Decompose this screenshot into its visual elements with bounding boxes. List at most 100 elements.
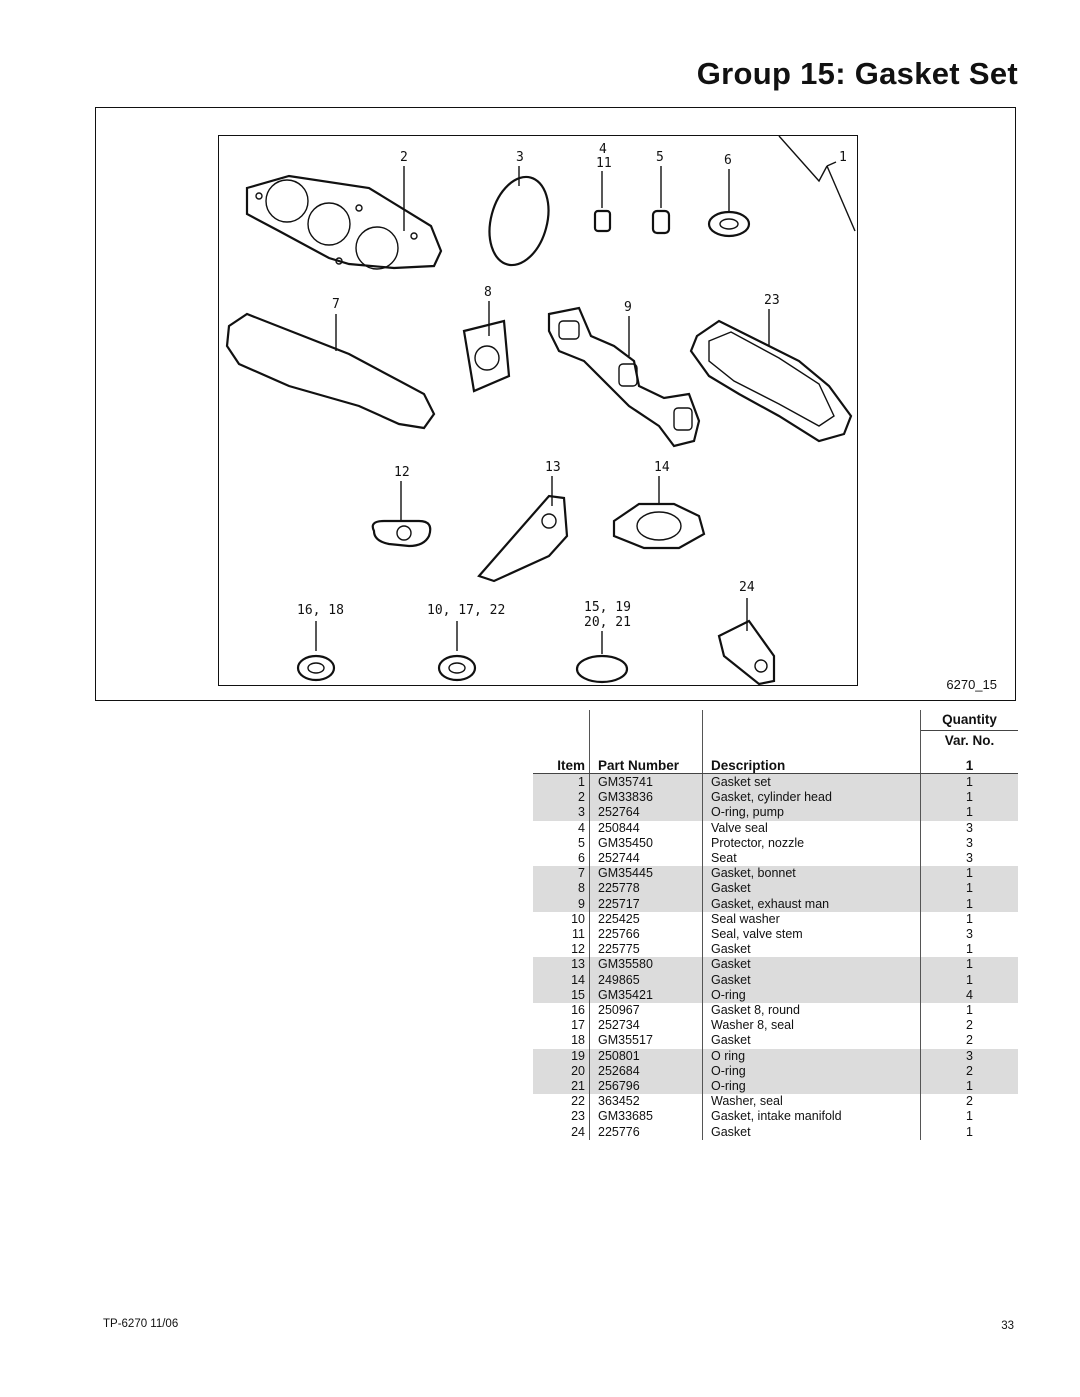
quantity-cell: 3 [966, 851, 973, 866]
item-cell: 5 [533, 835, 590, 852]
quantity-cell: 2 [966, 1033, 973, 1048]
quantity-cell: 2 [920, 1063, 1018, 1080]
nozzle-protector [651, 209, 671, 235]
callout-20-21: 20, 21 [584, 615, 631, 630]
description-cell: Gasket [702, 957, 921, 973]
part-number-cell: 249865 [589, 972, 703, 988]
quantity-cell: 1 [966, 1003, 973, 1018]
callout-9: 9 [624, 300, 632, 315]
callout-12: 12 [394, 465, 410, 480]
part-number-cell: GM35580 [589, 957, 703, 973]
callout-4: 4 [599, 142, 607, 157]
description-cell: Seat [702, 851, 921, 867]
part-number-cell: GM35741 [589, 773, 703, 791]
description-cell: Gasket [702, 1033, 921, 1049]
part-number-cell: 225425 [589, 911, 703, 928]
valve-seal [593, 209, 612, 233]
item-cell: 9 [533, 896, 590, 912]
small-o-ring [575, 654, 629, 684]
item-cell: 14 [533, 972, 590, 988]
part-number-cell: GM35445 [589, 866, 703, 882]
seat-washer [707, 210, 751, 238]
item-cell: 1 [533, 773, 590, 791]
item-cell: 4 [533, 820, 590, 836]
description-cell: Gasket set [702, 773, 921, 791]
part-number-cell: GM33836 [589, 790, 703, 806]
description-cell: Valve seal [702, 820, 921, 836]
item-cell: 22 [533, 1094, 590, 1110]
quantity-cell: 1 [966, 1109, 973, 1124]
part-number-cell: 252744 [589, 851, 703, 867]
item-cell: 6 [533, 851, 590, 867]
item-cell: 12 [533, 942, 590, 958]
description-cell: Gasket, cylinder head [702, 790, 921, 806]
quantity-cell: 3 [920, 1048, 1018, 1064]
description-cell: Washer 8, seal [702, 1018, 921, 1034]
page-title: Group 15: Gasket Set [696, 56, 1018, 91]
description-cell: Seal, valve stem [702, 927, 921, 943]
small-oval-gasket [371, 519, 432, 548]
description-cell: Gasket, intake manifold [702, 1109, 921, 1125]
item-cell: 19 [533, 1048, 590, 1064]
part-number-cell: 225775 [589, 942, 703, 958]
quantity-cell: 3 [966, 927, 973, 942]
item-cell: 20 [533, 1063, 590, 1080]
var-1-header: 1 [920, 751, 1018, 774]
description-cell: Gasket [702, 881, 921, 897]
description-cell: Gasket [702, 1124, 921, 1140]
item-cell: 17 [533, 1018, 590, 1034]
part-number-cell: 250844 [589, 820, 703, 836]
quantity-cell: 1 [920, 790, 1018, 806]
description-cell: Gasket [702, 942, 921, 958]
figure-id: 6270_15 [946, 677, 997, 692]
round-gasket-washer [296, 654, 336, 682]
quantity-cell: 1 [920, 805, 1018, 821]
description-cell: O-ring, pump [702, 805, 921, 821]
quantity-cell: 2 [966, 1018, 973, 1033]
description-cell: Seal washer [702, 911, 921, 928]
var-no-header: Var. No. [920, 730, 1018, 751]
description-cell: Protector, nozzle [702, 835, 921, 852]
part-number-cell: 250967 [589, 1003, 703, 1019]
part-number-cell: 225717 [589, 896, 703, 912]
part-number-cell: 250801 [589, 1048, 703, 1064]
callout-15-19: 15, 19 [584, 600, 631, 615]
part-number-cell: GM35421 [589, 987, 703, 1004]
callout-8: 8 [484, 285, 492, 300]
parts-list-table: Quantity Var. No. Item Part Number Descr… [533, 710, 1018, 1140]
quantity-cell: 4 [920, 987, 1018, 1004]
square-gasket [462, 319, 511, 393]
quantity-cell: 1 [920, 881, 1018, 897]
callout-16-18: 16, 18 [297, 603, 344, 618]
quantity-cell: 1 [920, 773, 1018, 791]
item-cell: 10 [533, 911, 590, 928]
item-cell: 18 [533, 1033, 590, 1049]
callout-7: 7 [332, 297, 340, 312]
part-number-cell: GM35450 [589, 835, 703, 852]
oval-flange-gasket [612, 502, 706, 550]
water-pump-gasket [477, 494, 569, 583]
callout-6: 6 [724, 153, 732, 168]
description-cell: Gasket, exhaust man [702, 896, 921, 912]
quantity-cell: 2 [966, 1094, 973, 1109]
item-cell: 21 [533, 1079, 590, 1095]
document-id: TP-6270 11/06 [103, 1318, 179, 1330]
description-cell: Washer, seal [702, 1094, 921, 1110]
quantity-header: Quantity [942, 712, 997, 728]
description-cell: O-ring [702, 1079, 921, 1095]
quantity-cell: 1 [920, 896, 1018, 912]
